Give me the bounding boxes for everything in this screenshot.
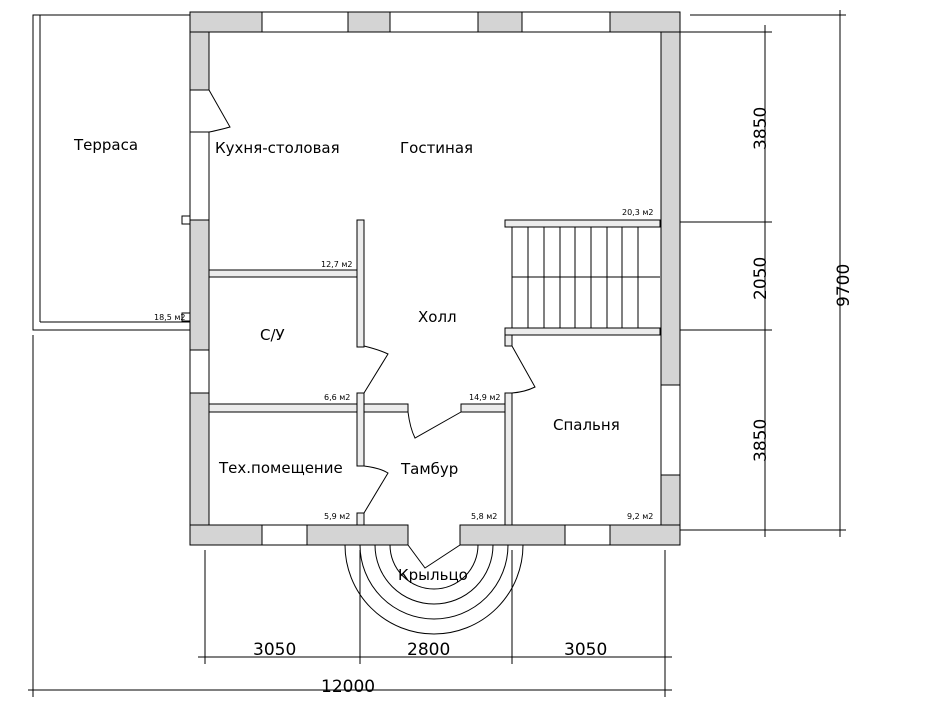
area-terrace: 18,5 м2	[154, 313, 185, 322]
dim-bottom-right: 3050	[564, 640, 607, 660]
area-hall: 14,9 м2	[469, 393, 500, 402]
area-kitchen: 12,7 м2	[321, 260, 352, 269]
area-technical: 5,9 м2	[324, 512, 350, 521]
terrace	[32, 14, 191, 331]
room-label-living: Гостиная	[400, 139, 473, 157]
dim-bottom-middle: 2800	[407, 640, 450, 660]
room-label-vestibule: Тамбур	[400, 460, 458, 478]
area-bathroom: 6,6 м2	[324, 393, 350, 402]
interior-walls	[208, 219, 661, 526]
room-label-porch: Крыльцо	[398, 566, 468, 584]
room-label-bathroom: С/У	[260, 326, 285, 344]
room-label-terrace: Терраса	[73, 136, 138, 154]
dim-right-bottom: 3850	[751, 419, 771, 462]
dim-right-total: 9700	[834, 264, 854, 307]
area-bedroom: 9,2 м2	[627, 512, 653, 521]
staircase	[511, 227, 660, 328]
room-label-technical: Тех.помещение	[218, 459, 343, 477]
dim-right-middle: 2050	[751, 257, 771, 300]
room-label-kitchen: Кухня-столовая	[215, 139, 340, 157]
area-vestibule: 5,8 м2	[471, 512, 497, 521]
dim-right-top: 3850	[751, 107, 771, 150]
dim-bottom-left: 3050	[253, 640, 296, 660]
dimensions-bottom	[28, 335, 672, 697]
room-label-bedroom: Спальня	[553, 416, 620, 434]
doors	[208, 89, 536, 569]
exterior-walls	[181, 11, 681, 546]
dimensions-right	[680, 10, 846, 537]
area-living: 20,3 м2	[622, 208, 653, 217]
room-label-hall: Холл	[418, 308, 457, 326]
porch-steps	[344, 544, 524, 635]
dim-bottom-total: 12000	[321, 677, 375, 697]
